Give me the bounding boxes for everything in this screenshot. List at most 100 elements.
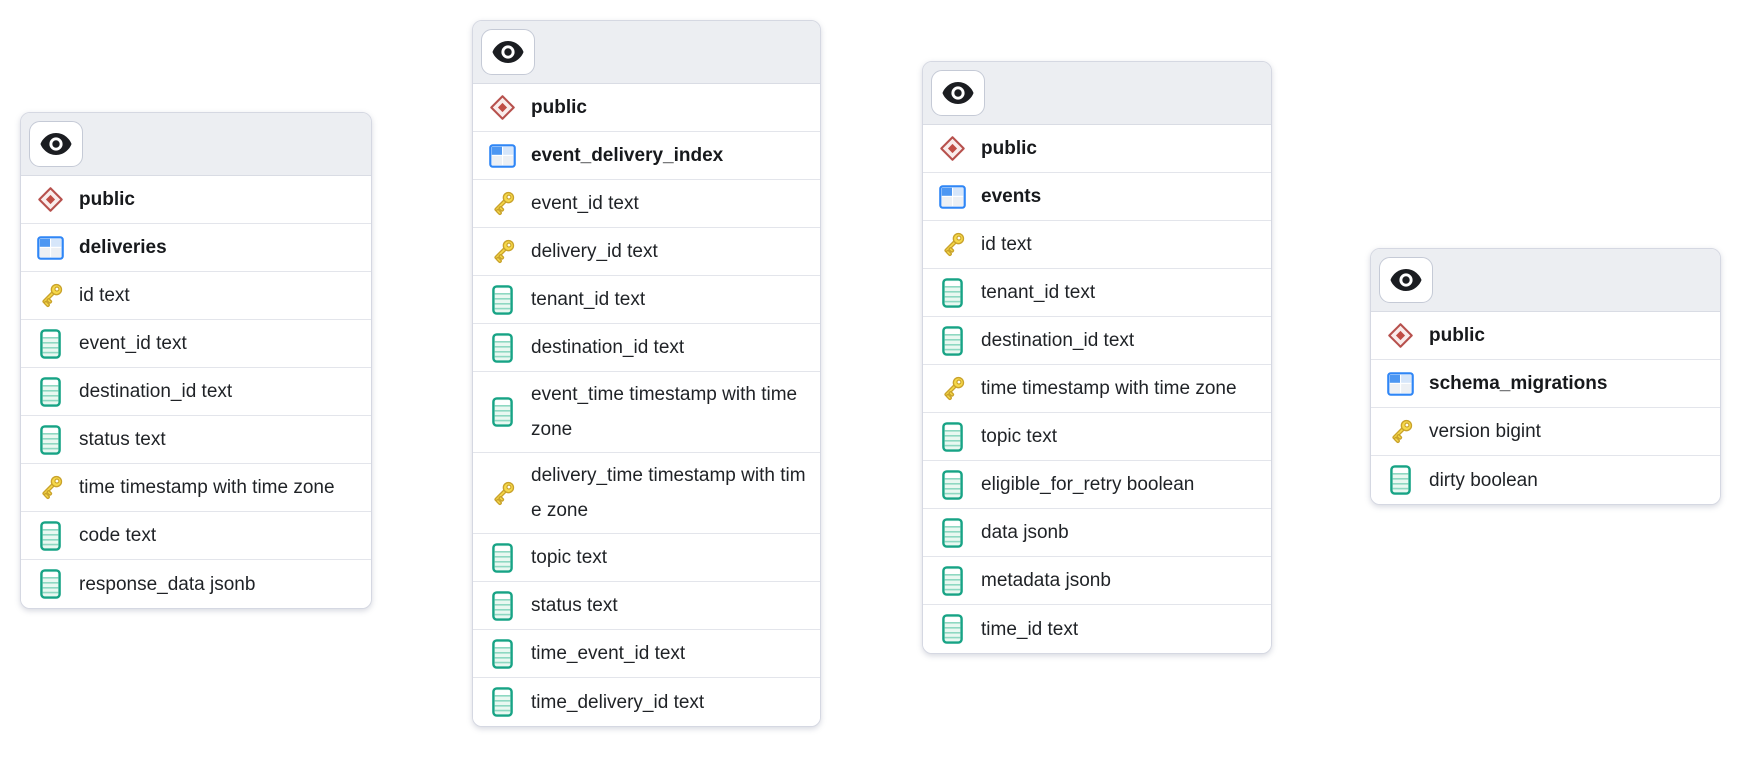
table-card-event_delivery_index[interactable]: public event_delivery_index event_id text d…: [472, 20, 821, 727]
column-row: id text: [923, 221, 1271, 269]
schema-diamond-icon: [923, 135, 981, 162]
column-name: tenant_id: [531, 289, 610, 310]
primary-key-icon: [1371, 416, 1429, 447]
schema-diamond-icon: [21, 186, 79, 213]
table-name: events: [981, 186, 1042, 207]
table-name: event_delivery_index: [531, 145, 724, 166]
column-type: timestamp with time zone: [531, 465, 806, 521]
column-row: eligible_for_retry boolean: [923, 461, 1271, 509]
column-row: code text: [21, 512, 371, 560]
column-label: time timestamp with time zone: [981, 371, 1237, 406]
column-type: jsonb: [1065, 570, 1111, 591]
column-type: jsonb: [1023, 522, 1069, 543]
column-name: destination_id: [981, 330, 1099, 351]
column-icon: [473, 687, 531, 717]
column-icon: [473, 542, 531, 573]
column-type: timestamp with time zone: [531, 384, 798, 440]
column-type: text: [156, 333, 187, 354]
column-label: code text: [79, 518, 156, 553]
column-name: delivery_id: [531, 241, 622, 262]
column-label: tenant_id text: [981, 275, 1095, 310]
column-row: time_delivery_id text: [473, 678, 820, 726]
schema-row: public: [21, 176, 371, 224]
column-type: text: [576, 547, 608, 568]
table-card-header: [473, 21, 820, 84]
column-label: event_time timestamp with time zone: [531, 377, 806, 447]
column-type: text: [1064, 282, 1096, 303]
column-row: dirty boolean: [1371, 456, 1720, 504]
column-name: destination_id: [531, 337, 649, 358]
column-name: time: [981, 378, 1017, 399]
schema-name: public: [79, 189, 135, 210]
column-row: event_time timestamp with time zone: [473, 372, 820, 453]
column-type: timestamp with time zone: [120, 477, 335, 498]
table-name: deliveries: [79, 237, 167, 258]
column-label: time timestamp with time zone: [79, 470, 335, 505]
schema-name: public: [531, 97, 587, 118]
column-row: delivery_time timestamp with time zone: [473, 453, 820, 534]
column-name: event_id: [531, 193, 603, 214]
column-icon: [923, 325, 981, 356]
toggle-visibility-button[interactable]: [931, 70, 985, 116]
column-type: bigint: [1495, 421, 1541, 442]
column-name: version: [1429, 421, 1491, 442]
column-icon: [473, 284, 531, 315]
column-icon: [923, 469, 981, 500]
column-type: boolean: [1470, 469, 1538, 491]
column-label: time_id text: [981, 612, 1078, 647]
schema-row: public: [923, 125, 1271, 173]
column-icon: [923, 565, 981, 596]
column-label: id text: [79, 278, 130, 313]
column-icon: [923, 517, 981, 548]
column-name: id: [981, 234, 996, 255]
column-name: delivery_time: [531, 465, 643, 486]
toggle-visibility-button[interactable]: [481, 29, 535, 75]
column-icon: [923, 421, 981, 452]
column-row: time_event_id text: [473, 630, 820, 678]
primary-key-icon: [21, 472, 79, 503]
schema-diamond-icon: [473, 94, 531, 121]
table-grid-icon: [923, 184, 981, 209]
column-row: tenant_id text: [473, 276, 820, 324]
table-card-header: [21, 113, 371, 176]
primary-key-icon: [473, 188, 531, 219]
column-row: status text: [473, 582, 820, 630]
column-row: destination_id text: [473, 324, 820, 372]
column-icon: [1371, 465, 1429, 495]
column-row: metadata jsonb: [923, 557, 1271, 605]
table-name-row: event_delivery_index: [473, 132, 820, 180]
column-label: delivery_time timestamp with time zone: [531, 458, 806, 528]
toggle-visibility-button[interactable]: [29, 121, 83, 167]
column-name: destination_id: [79, 381, 197, 402]
column-label: status text: [531, 588, 618, 623]
column-label: delivery_id text: [531, 234, 658, 269]
column-label: eligible_for_retry boolean: [981, 467, 1194, 502]
column-type: text: [614, 289, 646, 310]
column-label: status text: [79, 422, 166, 457]
schema-row: public: [473, 84, 820, 132]
column-type: text: [654, 643, 686, 664]
column-label: time_delivery_id text: [531, 685, 704, 720]
primary-key-icon: [473, 236, 531, 267]
column-name: id: [79, 285, 94, 306]
column-label: version bigint: [1429, 414, 1541, 449]
column-row: status text: [21, 416, 371, 464]
column-label: event_id text: [79, 326, 187, 361]
column-name: time_id: [981, 618, 1043, 640]
toggle-visibility-button[interactable]: [1379, 257, 1433, 303]
column-type: jsonb: [210, 573, 256, 595]
table-card-header: [1371, 249, 1720, 312]
column-row: response_data jsonb: [21, 560, 371, 608]
column-row: destination_id text: [21, 368, 371, 416]
column-name: time: [79, 477, 115, 498]
column-name: topic: [531, 547, 572, 568]
column-label: time_event_id text: [531, 636, 685, 671]
column-icon: [473, 397, 531, 427]
column-type: text: [1026, 426, 1058, 447]
table-card-header: [923, 62, 1271, 125]
column-icon: [21, 424, 79, 455]
primary-key-icon: [21, 280, 79, 311]
